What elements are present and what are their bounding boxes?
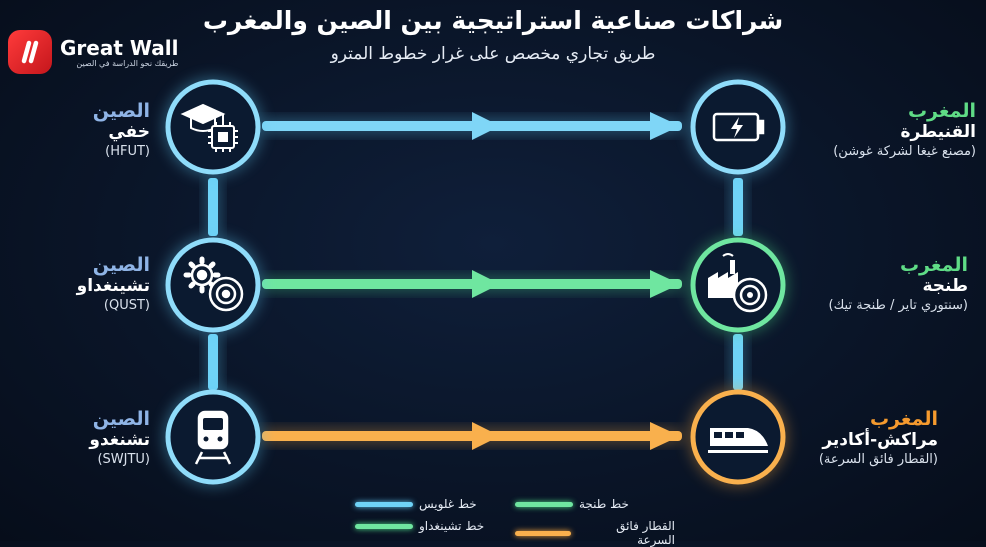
country-name: المغرب xyxy=(899,254,968,276)
legend: خط غلويس خط طنجة خط تشينغداو القطار فائق… xyxy=(355,497,675,547)
legend-label: خط غلويس xyxy=(419,497,477,511)
vertical-connector-left xyxy=(206,178,220,390)
station-china-2 xyxy=(163,235,263,335)
morocco-label-1: المغرب القنيطرة (مصنع غيغا لشركة غوشن) xyxy=(833,100,976,161)
legend-swatch xyxy=(355,523,413,529)
city-name: القنيطرة xyxy=(900,122,977,142)
country-name: المغرب xyxy=(869,408,938,430)
station-china-3 xyxy=(163,387,263,487)
country-name: الصين xyxy=(92,254,150,276)
china-label-3: الصين تشنغدو (SWJTU) xyxy=(89,408,150,469)
university-code: (QUST) xyxy=(103,298,150,313)
station-morocco-1 xyxy=(688,77,788,177)
route-line-orange xyxy=(262,422,682,450)
university-code: (SWJTU) xyxy=(97,452,150,467)
page-title: شراكات صناعية استراتيجية بين الصين والمغ… xyxy=(202,6,784,35)
arrow-icon xyxy=(472,112,500,140)
logo-tagline: طريقك نحو الدراسة في الصين xyxy=(76,58,179,68)
page-subtitle: طريق تجاري مخصص على غرار خطوط المترو xyxy=(330,44,656,64)
legend-swatch xyxy=(515,501,573,507)
city-name: طنجة xyxy=(922,276,968,296)
brand-logo: Great Wall طريقك نحو الدراسة في الصين xyxy=(8,30,178,74)
station-china-1 xyxy=(163,77,263,177)
station-morocco-2 xyxy=(688,235,788,335)
graduation-cap-chip-icon xyxy=(180,103,238,152)
morocco-label-3: المغرب مراكش-أكادير (القطار فائق السرعة) xyxy=(819,408,938,469)
route-line-blue xyxy=(262,112,682,140)
city-name: خفي xyxy=(108,122,150,142)
logo-name: Great Wall xyxy=(60,35,179,60)
battery-icon xyxy=(712,112,765,142)
site-detail: (القطار فائق السرعة) xyxy=(818,452,938,467)
legend-item-green-2: خط تشينغداو xyxy=(355,519,484,533)
legend-label: خط تشينغداو xyxy=(419,519,485,533)
arrow-icon xyxy=(650,422,680,450)
country-name: الصين xyxy=(92,100,150,122)
legend-label: القطار فائق السرعة xyxy=(616,519,675,547)
city-name: مراكش-أكادير xyxy=(822,430,938,450)
arrow-icon xyxy=(650,270,680,298)
arrow-icon xyxy=(472,422,500,450)
legend-label: خط طنجة xyxy=(579,497,629,511)
china-label-2: الصين تشينغداو (QUST) xyxy=(77,254,150,315)
country-name: الصين xyxy=(92,408,150,430)
city-name: تشنغدو xyxy=(89,430,150,450)
site-detail: (مصنع غيغا لشركة غوشن) xyxy=(833,144,976,159)
legend-item-blue: خط غلويس xyxy=(355,497,477,511)
arrow-icon xyxy=(472,270,500,298)
country-name: المغرب xyxy=(907,100,976,122)
morocco-label-2: المغرب طنجة (سنتوري تاير / طنجة تيك) xyxy=(829,254,968,315)
university-code: (HFUT) xyxy=(105,144,150,159)
legend-item-orange: القطار فائق السرعة xyxy=(515,519,675,547)
gear-tire-icon xyxy=(183,256,244,312)
legend-swatch xyxy=(515,530,572,536)
arrow-icon xyxy=(650,112,680,140)
route-line-green xyxy=(262,270,682,298)
vertical-connector-right xyxy=(731,178,745,390)
legend-item-green-1: خط طنجة xyxy=(515,497,629,511)
city-name: تشينغداو xyxy=(76,276,150,296)
great-wall-logo-icon xyxy=(8,30,52,74)
site-detail: (سنتوري تاير / طنجة تيك) xyxy=(828,298,968,313)
factory-tire-icon xyxy=(708,253,768,313)
train-icon xyxy=(194,410,232,465)
high-speed-train-icon xyxy=(708,428,768,453)
china-label-1: الصين خفي (HFUT) xyxy=(93,100,150,161)
station-morocco-3 xyxy=(688,387,788,487)
legend-swatch xyxy=(355,501,413,507)
